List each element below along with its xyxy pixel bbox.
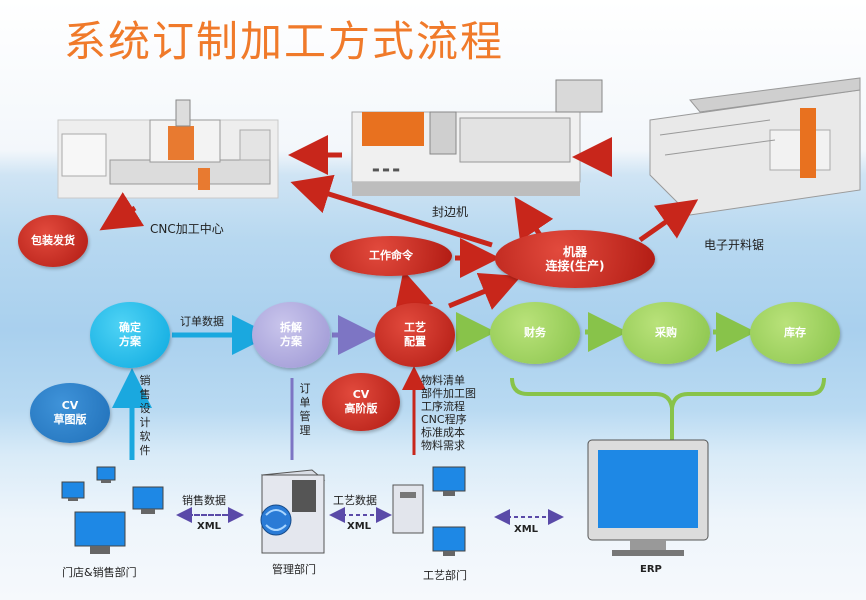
node-purchase: 采购 [622,302,710,364]
output-item: 标准成本 [421,426,465,439]
xml-label-3: XML [514,524,539,535]
process-output-list: 物料清单 部件加工图 工序流程 CNC程序 标准成本 物料需求 [421,374,476,452]
page-title: 系统订制加工方式流程 [64,17,505,66]
dept-process: 工艺部门 [423,569,467,582]
output-item: CNC程序 [421,413,467,426]
process-data-label: 工艺数据 [333,494,377,507]
node-finance: 财务 [490,302,580,364]
dept-mgmt: 管理部门 [272,563,316,576]
node-pack: 包装发货 [18,215,88,267]
sales-data-label: 销售数据 [182,494,226,507]
store-computers-image [61,466,164,554]
xml-label-2: XML [347,521,372,532]
order-data-label: 订单数据 [180,315,224,328]
output-item: 物料清单 [421,374,465,387]
node-machine-connect: 机器 连接(生产) [495,230,655,288]
order-mgmt-label: 订单管理 [299,382,311,437]
edge-bander-image: ▬ ▬ ▬ [351,79,603,196]
svg-text:▬ ▬ ▬: ▬ ▬ ▬ [372,165,400,174]
edge-bander-label: 封边机 [432,205,469,219]
dept-store: 门店&销售部门 [62,566,137,579]
cnc-machine-image [57,99,279,199]
node-process-config: 工艺 配置 [375,303,455,367]
output-item: 部件加工图 [421,387,476,400]
panel-saw-image [649,77,861,216]
sales-software-label: 销售设计软件 [139,374,151,457]
output-item: 工序流程 [421,400,465,413]
node-cv-draft: CV 草图版 [30,383,110,443]
node-cv-advanced: CV 高阶版 [322,373,400,431]
management-server-image [260,469,326,554]
output-item: 物料需求 [421,439,465,452]
xml-label-1: XML [197,521,222,532]
node-inventory: 库存 [750,302,840,364]
node-confirm-plan: 确定 方案 [90,302,170,368]
dept-erp: ERP [640,564,662,575]
panel-saw-label: 电子开料锯 [704,238,765,252]
node-split-plan: 拆解 方案 [252,302,330,368]
erp-monitor-image [587,439,709,556]
cnc-label: CNC加工中心 [150,222,224,236]
process-dept-computers-image [392,466,466,556]
node-work-order: 工作命令 [330,236,452,276]
